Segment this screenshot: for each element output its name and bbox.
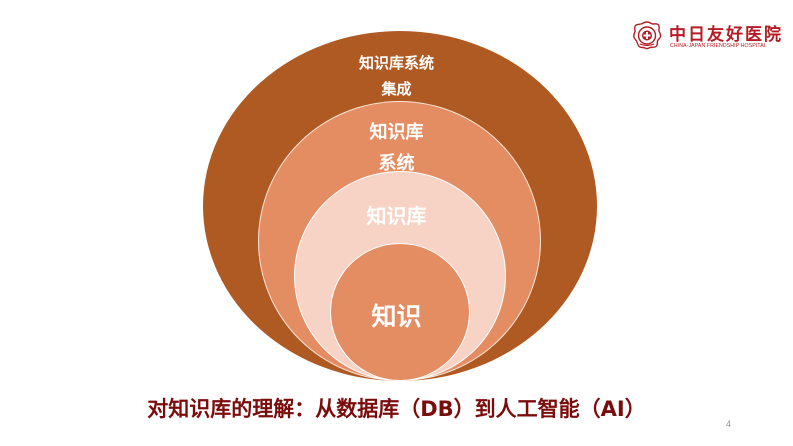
label-layer-1-line-1: 知识库系统 [358, 54, 434, 72]
circle-knowledge [330, 243, 470, 381]
page-number: 4 [726, 419, 732, 429]
label-layer-2-line-2: 系统 [378, 153, 415, 174]
hospital-name: 中日友好医院 [669, 25, 783, 45]
slide-caption: 对知识库的理解：从数据库（DB）到人工智能（AI） [147, 397, 646, 421]
label-layer-2-line-1: 知识库 [369, 122, 424, 143]
label-layer-4: 知识 [371, 302, 422, 331]
hospital-english-name: CHINA-JAPAN FRIENDSHIP HOSPITAL [670, 43, 767, 49]
hospital-logo: 中日友好医院 CHINA-JAPAN FRIENDSHIP HOSPITAL [632, 18, 782, 54]
hospital-emblem-icon [633, 21, 662, 50]
label-layer-3: 知识库 [366, 204, 427, 228]
label-layer-1-line-2: 集成 [381, 80, 412, 98]
